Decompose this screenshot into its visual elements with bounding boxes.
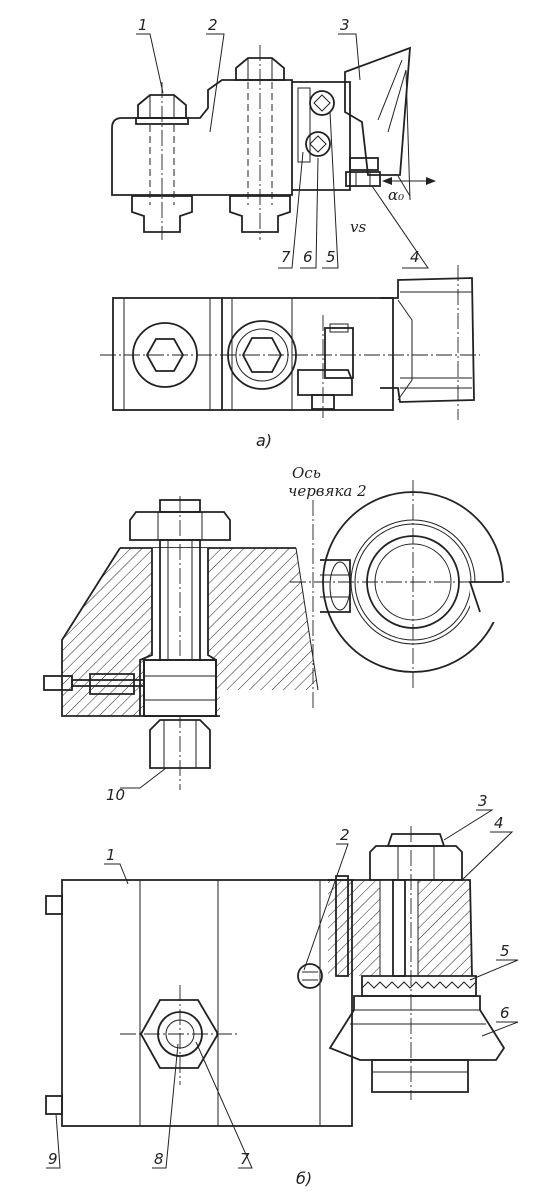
figure-a-side-view — [111, 33, 436, 269]
callout-b-7: 7 — [240, 1150, 250, 1168]
axis-note-line1: Ось — [292, 464, 321, 482]
callout-b-8: 8 — [154, 1150, 164, 1168]
caption-a: а) — [256, 431, 272, 450]
callout-b-1: 1 — [106, 846, 116, 864]
callout-a-4: 4 — [410, 248, 420, 266]
callout-a-7: 7 — [281, 248, 291, 266]
callout-b-5: 5 — [500, 942, 510, 960]
callout-a-5: 5 — [326, 248, 336, 266]
callout-b-9: 9 — [48, 1150, 58, 1168]
angle-label: α₀ — [388, 186, 404, 204]
callout-a-6: 6 — [303, 248, 313, 266]
callout-b-3: 3 — [478, 792, 488, 810]
axis-note-line2: червяка 2 — [288, 482, 367, 500]
callout-a-1: 1 — [138, 16, 148, 34]
feed-label: vs — [350, 218, 366, 236]
figure-a-callouts: 1 2 3 4 5 6 7 α₀ vs — [138, 16, 420, 266]
caption-b: б) — [296, 1169, 312, 1188]
figure-b-callouts: 1 2 3 4 5 6 7 8 9 — [48, 792, 510, 1168]
figure-b-view — [45, 809, 519, 1169]
figure-a-top-view — [100, 265, 480, 420]
middle-section-view — [43, 480, 510, 790]
callout-mid-10: 10 — [106, 786, 125, 804]
callout-a-2: 2 — [208, 16, 218, 34]
callout-b-6: 6 — [500, 1004, 510, 1022]
middle-annotations: Ось червяка 2 10 — [106, 464, 367, 804]
callout-b-2: 2 — [340, 826, 350, 844]
callout-a-3: 3 — [340, 16, 350, 34]
callout-b-4: 4 — [494, 814, 504, 832]
